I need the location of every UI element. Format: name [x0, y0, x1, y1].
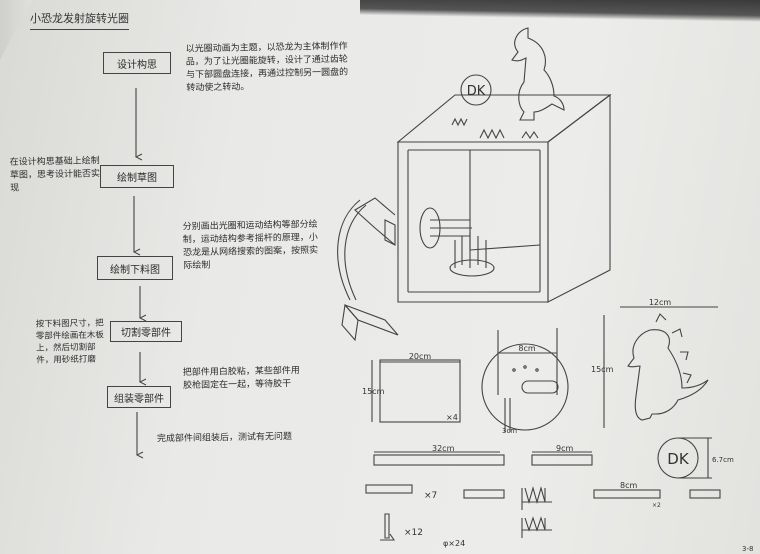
panel-height-label: 15cm: [362, 387, 385, 396]
dk-logo-text: DK: [667, 450, 690, 468]
disc-slot-label: 3cm: [502, 427, 517, 435]
dino-drawing: [603, 306, 718, 428]
step-assemble-parts: 组装零部件: [107, 386, 171, 408]
dk-logo-top: [460, 74, 492, 106]
disc-diameter-label: 8cm: [518, 344, 535, 353]
qty-12-label: ×12: [404, 528, 423, 538]
strip-8-label: 8cm: [620, 481, 637, 490]
panel-drawing: [371, 359, 461, 423]
dk-logo-drawing: [657, 437, 712, 479]
step-draw-sketch: 绘制草图: [100, 165, 174, 188]
step-draw-cutting-plan: 绘制下料图: [97, 256, 173, 280]
qty-2-label: ×2: [652, 502, 661, 509]
page-title: 小恐龙发射旋转光圈: [30, 10, 129, 30]
strip-parts: [365, 451, 721, 541]
panel-width-label: 20cm: [409, 352, 432, 361]
qty-7-label: ×7: [424, 491, 437, 501]
dino-height-label: 15cm: [591, 365, 614, 374]
qty-24-label: φ×24: [443, 539, 465, 548]
page-mark: 3-8: [742, 545, 753, 553]
step-cut-parts: 切割零部件: [110, 321, 182, 342]
strip-long-label: 32cm: [432, 444, 455, 453]
box-sketch: [337, 27, 612, 342]
dino-width-label: 12cm: [649, 298, 672, 307]
disc-drawing: [481, 328, 569, 432]
dk-logo-diameter-label: 6.7cm: [712, 456, 734, 464]
panel-qty-label: ×4: [446, 413, 458, 422]
step-design-concept: 设计构思: [103, 52, 171, 74]
strip-mid-label: 9cm: [556, 444, 573, 453]
dk-logo-top-text: DK: [467, 84, 486, 99]
